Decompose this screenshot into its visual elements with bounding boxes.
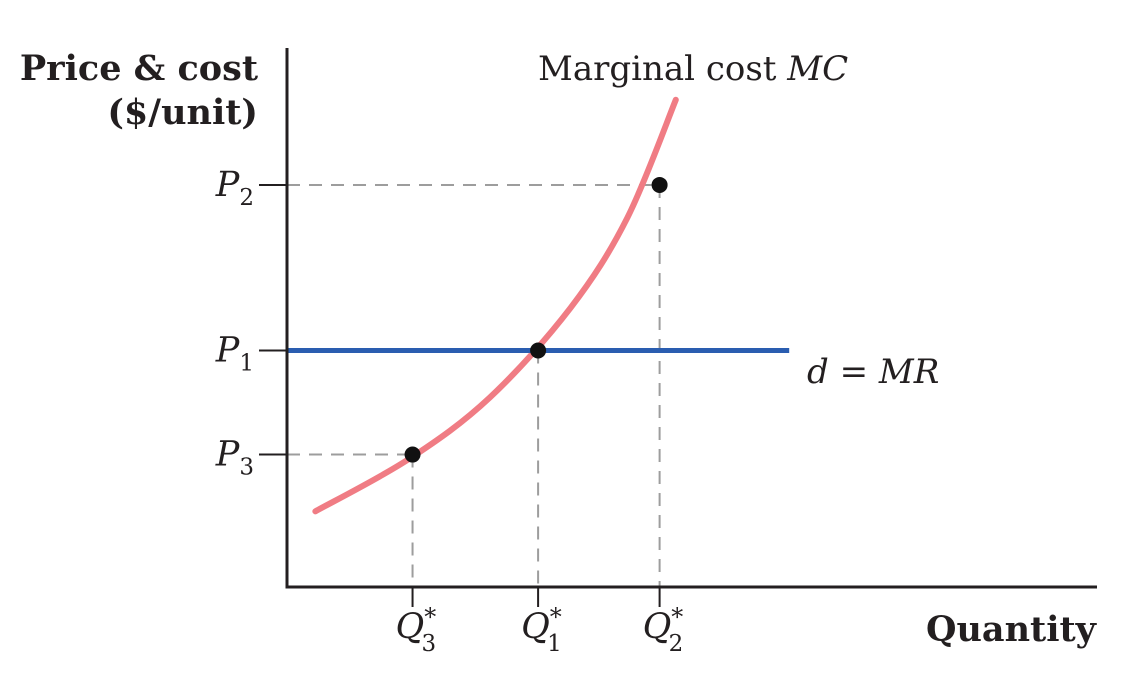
y-tick-label-1: P1: [215, 331, 254, 377]
mr-curve-label: d = MR: [807, 352, 939, 392]
mr-label-right: MR: [878, 352, 939, 392]
point-2: [651, 176, 668, 193]
mr-label-eq: =: [829, 352, 879, 392]
point-1: [530, 342, 547, 359]
y-tick-label-2: P3: [215, 435, 254, 481]
y-axis-title-line2: ($/unit): [107, 92, 258, 133]
mc-curve-label: Marginal cost MC: [538, 49, 848, 89]
mc-curve: [312, 96, 679, 515]
x-axis-title: Quantity: [926, 609, 1098, 650]
axes: [285, 48, 1097, 589]
x-tick-label-2: Q*2: [643, 603, 684, 657]
x-tick-label-1: Q*1: [521, 603, 562, 657]
point-0: [404, 446, 421, 463]
intersection-points: [404, 176, 668, 463]
mr-label-left: d: [807, 352, 829, 392]
y-tick-label-0: P2: [215, 165, 254, 211]
mc-label-text: Marginal cost: [538, 49, 777, 89]
dashed-guides: [287, 183, 661, 587]
y-axis-title-line1: Price & cost: [20, 48, 258, 89]
mc-label-symbol: MC: [786, 49, 848, 89]
x-tick-label-0: Q*3: [396, 603, 437, 657]
